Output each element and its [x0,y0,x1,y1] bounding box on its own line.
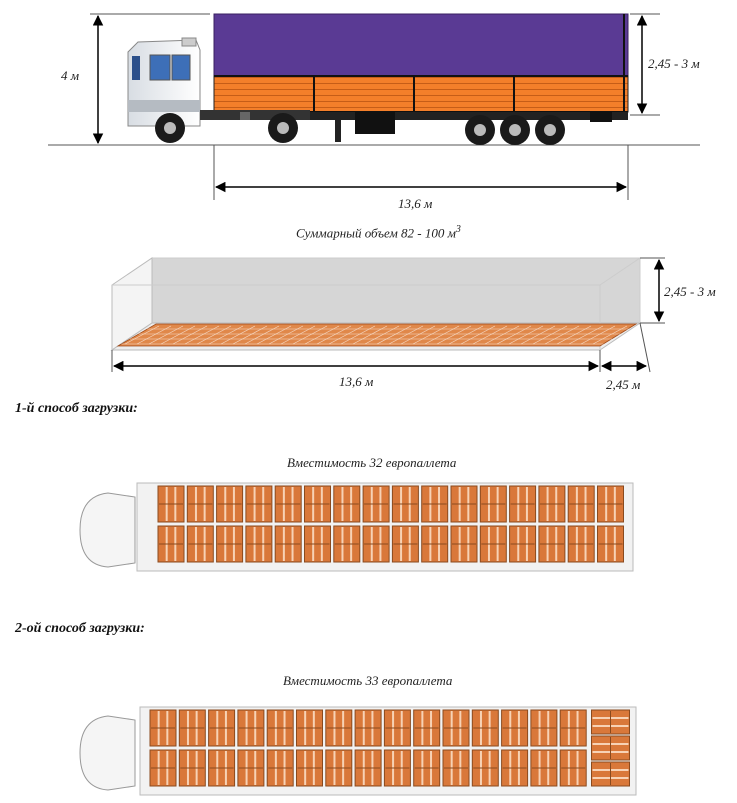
europallet [559,709,587,747]
europallet [304,485,331,523]
europallet [567,485,595,523]
europallet [530,709,558,747]
europallet [591,735,630,761]
europallet [296,749,323,787]
europallet [471,749,499,787]
method1-capacity: Вместимость 32 европаллета [287,455,457,470]
europallet [149,709,177,747]
truck-body-height-label: 2,45 - 3 м [648,56,700,71]
europallet [391,485,419,523]
europallet [266,709,294,747]
europallet [157,525,185,563]
europallet [591,761,630,787]
truck-wheels [155,113,565,145]
europallet [362,525,390,563]
europallet [501,749,529,787]
europallet [597,485,624,523]
trailer-side-boards [213,75,629,113]
cab-top-view-2 [79,715,136,791]
europallet [304,525,331,563]
europallet [391,525,419,563]
europallet [421,525,449,563]
europallet [421,485,449,523]
europallet [333,525,361,563]
europallet [442,749,470,787]
europallet [450,525,478,563]
europallet [354,709,382,747]
truck-length-label: 13,6 м [398,196,433,211]
europallet [237,709,265,747]
volume-height-label: 2,45 - 3 м [664,284,716,299]
europallet [186,485,214,523]
europallet [413,709,441,747]
europallet [237,749,265,787]
europallet [442,709,470,747]
europallet [333,485,361,523]
loading-plan-2 [79,706,637,796]
volume-caption-sup: 3 [455,224,461,235]
europallet [509,525,537,563]
europallet [274,525,302,563]
europallet [362,485,390,523]
europallet [245,485,273,523]
europallet [471,709,499,747]
europallet [157,485,185,523]
volume-box [110,257,665,373]
europallet [591,709,630,735]
europallet [501,709,529,747]
europallet [296,709,323,747]
europallet [186,525,214,563]
europallet [325,749,353,787]
europallet [383,749,411,787]
europallet [266,749,294,787]
europallet [530,749,558,787]
europallet [450,485,478,523]
europallet [208,749,236,787]
europallet [216,485,244,523]
europallet [538,525,566,563]
volume-caption: Суммарный объем 82 - 100 м3 [296,224,461,241]
europallet [325,709,353,747]
europallet [567,525,595,563]
loading-plan-1 [79,482,634,572]
method2-capacity: Вместимость 33 европаллета [283,673,453,688]
truck-cab [127,37,310,127]
truck-side-view [48,13,700,200]
cab-top-view-1 [79,492,136,568]
europallet [538,485,566,523]
europallet [383,709,411,747]
europallet [597,525,624,563]
volume-width-label: 2,45 м [606,377,641,392]
floor-pallets [116,323,638,347]
europallet [354,749,382,787]
europallet [274,485,302,523]
trailer-tarp [213,13,629,77]
europallet [178,749,206,787]
europallet [216,525,244,563]
europallet [413,749,441,787]
europallet [208,709,236,747]
volume-length-label: 13,6 м [339,374,374,389]
truck-height-label: 4 м [61,68,80,83]
method1-heading: 1-й способ загрузки: [15,401,138,416]
europallet [479,485,507,523]
europallet [479,525,507,563]
method2-heading: 2-ой способ загрузки: [15,621,145,636]
europallet [178,709,206,747]
europallet [149,749,177,787]
europallet [559,749,587,787]
europallet [245,525,273,563]
europallet [509,485,537,523]
